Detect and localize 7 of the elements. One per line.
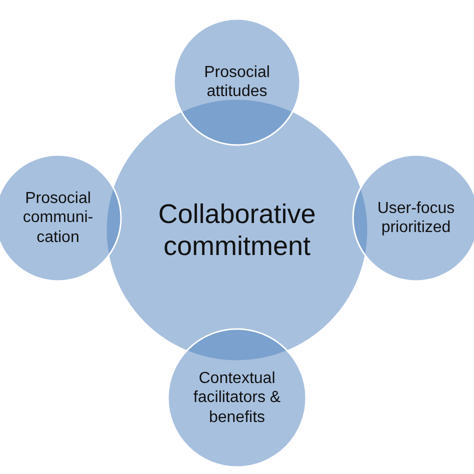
circle-label: Prosocial attitudes (203, 62, 271, 102)
circle-label: Contextual facilitators & benefits (192, 369, 282, 427)
circle-label: Collaborative commitment (157, 198, 317, 262)
circle-label: Prosocial communi- cation (22, 189, 94, 247)
satellite-circle (173, 18, 301, 146)
satellite-circle (167, 328, 307, 468)
circle-label: User-focus prioritized (376, 198, 456, 238)
